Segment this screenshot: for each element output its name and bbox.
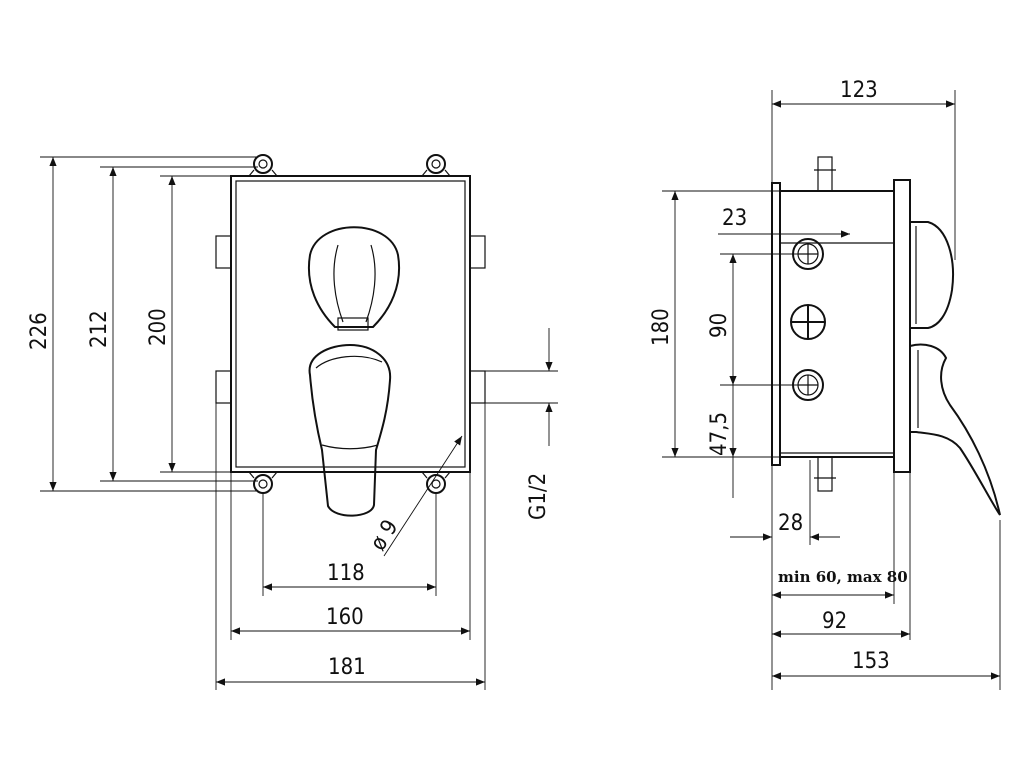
dim-height-180: 180 xyxy=(649,308,674,346)
mounting-lug-bottom-right xyxy=(421,471,451,494)
rear-plate xyxy=(771,182,781,466)
dim-width-118: 118 xyxy=(327,561,365,586)
pipe-stub-left-top xyxy=(215,235,232,269)
dim-height-212: 212 xyxy=(87,310,112,348)
side-view: 123 23 180 90 47,5 28 min 60, max 80 92 xyxy=(649,78,1001,690)
box-outline xyxy=(230,175,471,473)
pipe-stub-right-bottom xyxy=(469,370,486,404)
dim-height-200: 200 xyxy=(146,308,171,346)
dim-top-23: 23 xyxy=(722,206,747,231)
cover-plate xyxy=(893,179,911,473)
box-inner-outline xyxy=(235,180,466,468)
mixer-lever xyxy=(308,343,392,517)
front-view: G1/2 226 212 200 118 160 181 xyxy=(27,154,558,690)
dim-width-181: 181 xyxy=(328,655,366,680)
side-stub-top xyxy=(817,156,833,192)
side-box-body xyxy=(779,190,895,458)
dim-thread: G1/2 xyxy=(526,473,551,520)
dim-hole-diameter: ø 9 xyxy=(366,516,404,556)
dim-depth-123: 123 xyxy=(840,78,878,103)
side-diverter-knob xyxy=(909,221,954,329)
note-depth-range: min 60, max 80 xyxy=(778,568,908,586)
dim-depth-153: 153 xyxy=(852,649,890,674)
mounting-lug-top-left xyxy=(248,154,278,177)
diverter-knob xyxy=(308,226,400,331)
dim-depth-28: 28 xyxy=(778,511,803,536)
dim-height-226: 226 xyxy=(27,312,52,350)
port-middle xyxy=(790,304,826,340)
mounting-lug-top-right xyxy=(421,154,451,177)
dim-width-160: 160 xyxy=(326,605,364,630)
pipe-stub-left-bottom xyxy=(215,370,232,404)
mounting-lug-bottom-left xyxy=(248,471,278,494)
side-stub-bottom xyxy=(817,456,833,492)
pipe-stub-right-top xyxy=(469,235,486,269)
side-lever xyxy=(909,343,1001,516)
dim-depth-92: 92 xyxy=(822,609,847,634)
dim-bottom-47-5: 47,5 xyxy=(707,412,732,456)
dim-spacing-90: 90 xyxy=(707,313,732,338)
